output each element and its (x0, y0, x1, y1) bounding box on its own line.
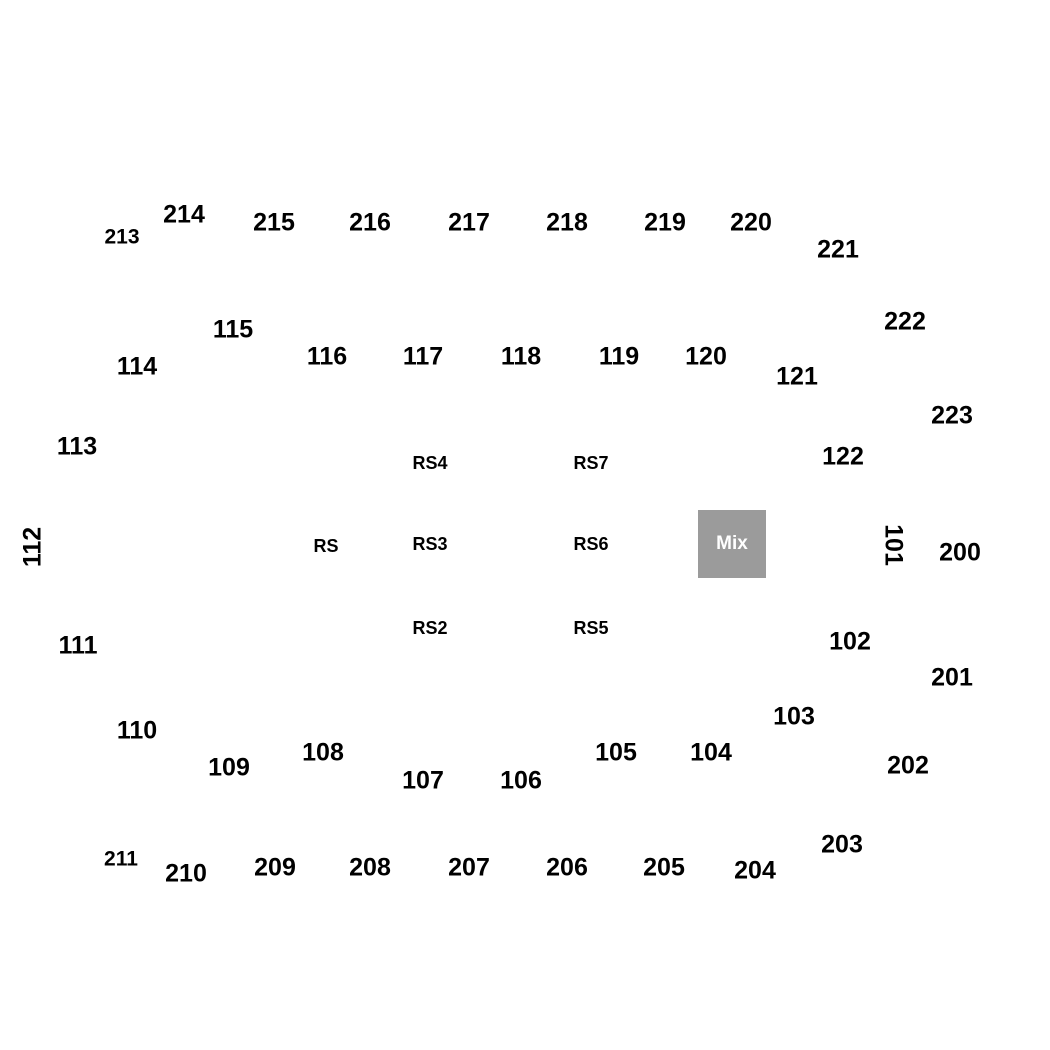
section-211[interactable]: 211 (104, 847, 138, 871)
section-217[interactable]: 217 (448, 208, 490, 237)
section-220[interactable]: 220 (730, 208, 772, 237)
section-219[interactable]: 219 (644, 208, 686, 237)
section-115[interactable]: 115 (212, 315, 254, 344)
section-205[interactable]: 205 (643, 853, 685, 882)
floor-section-rs6[interactable]: RS6 (573, 534, 609, 554)
section-112[interactable]: 112 (18, 526, 47, 568)
section-104[interactable]: 104 (690, 738, 732, 767)
section-218[interactable]: 218 (546, 208, 588, 237)
section-215[interactable]: 215 (253, 208, 295, 237)
section-202[interactable]: 202 (887, 751, 929, 780)
section-206[interactable]: 206 (546, 853, 588, 882)
section-221[interactable]: 221 (817, 235, 859, 264)
section-216[interactable]: 216 (349, 208, 391, 237)
section-101[interactable]: 101 (879, 524, 908, 566)
section-108[interactable]: 108 (302, 738, 344, 767)
section-107[interactable]: 107 (402, 766, 444, 795)
floor-section-rs7[interactable]: RS7 (573, 453, 609, 473)
section-114[interactable]: 114 (116, 352, 158, 381)
section-223[interactable]: 223 (931, 401, 973, 430)
section-210[interactable]: 210 (165, 859, 207, 888)
floor-section-rs3[interactable]: RS3 (412, 534, 448, 554)
section-203[interactable]: 203 (821, 830, 863, 859)
section-121[interactable]: 121 (776, 362, 818, 391)
mix-booth-label: Mix (716, 533, 748, 554)
section-116[interactable]: 116 (306, 342, 348, 371)
section-207[interactable]: 207 (448, 853, 490, 882)
section-110[interactable]: 110 (116, 716, 158, 745)
section-117[interactable]: 117 (402, 342, 444, 371)
section-122[interactable]: 122 (822, 442, 864, 471)
section-213[interactable]: 213 (104, 225, 140, 249)
section-102[interactable]: 102 (829, 627, 871, 656)
section-105[interactable]: 105 (595, 738, 637, 767)
mix-booth[interactable]: Mix (698, 510, 766, 578)
section-118[interactable]: 118 (500, 342, 542, 371)
section-214[interactable]: 214 (163, 200, 205, 229)
section-103[interactable]: 103 (773, 702, 815, 731)
section-209[interactable]: 209 (254, 853, 296, 882)
floor-section-rs5[interactable]: RS5 (573, 618, 609, 638)
section-200[interactable]: 200 (939, 538, 981, 567)
section-111[interactable]: 111 (58, 631, 98, 660)
section-120[interactable]: 120 (685, 342, 727, 371)
section-204[interactable]: 204 (734, 856, 776, 885)
section-109[interactable]: 109 (208, 753, 250, 782)
floor-section-rs[interactable]: RS (313, 536, 339, 556)
section-113[interactable]: 113 (56, 432, 98, 461)
floor-section-rs4[interactable]: RS4 (412, 453, 448, 473)
section-119[interactable]: 119 (598, 342, 640, 371)
section-208[interactable]: 208 (349, 853, 391, 882)
section-201[interactable]: 201 (931, 663, 973, 692)
section-222[interactable]: 222 (884, 307, 926, 336)
section-106[interactable]: 106 (500, 766, 542, 795)
floor-section-rs2[interactable]: RS2 (412, 618, 448, 638)
